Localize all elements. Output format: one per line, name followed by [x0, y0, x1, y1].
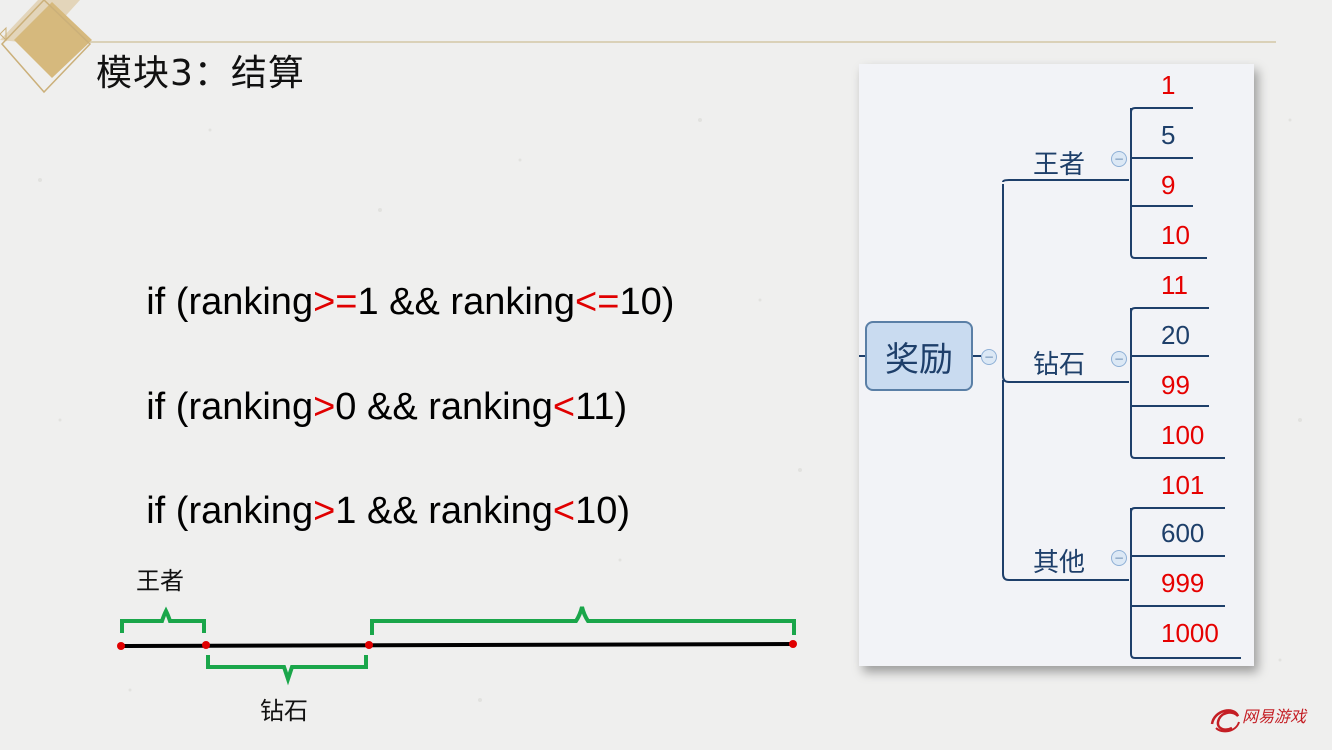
- collapse-toggle-icon[interactable]: −: [1111, 151, 1127, 167]
- code-operator: >: [313, 386, 336, 428]
- timeline-label-zuanshi: 钻石: [260, 697, 308, 725]
- code-operator: <: [552, 386, 576, 428]
- code-text: if (ranking: [146, 386, 314, 428]
- leaf-node[interactable]: 100: [1161, 420, 1205, 450]
- mindmap-connectors: [859, 107, 1241, 659]
- timeline-point: [117, 642, 125, 650]
- timeline-point: [789, 640, 797, 648]
- timeline-point: [365, 641, 373, 649]
- leaf-node[interactable]: 20: [1161, 320, 1190, 350]
- code-text: 1 && ranking: [335, 490, 553, 532]
- collapse-toggle-icon[interactable]: −: [1111, 351, 1127, 367]
- branch-zuanshi[interactable]: 钻石: [1033, 350, 1086, 380]
- brace-other: [370, 606, 796, 635]
- code-text: 11): [575, 386, 628, 428]
- brace-zuanshi: [206, 655, 368, 686]
- timeline-label-wangzhe: 王者: [136, 567, 184, 595]
- code-operator: >=: [313, 281, 358, 323]
- leaf-node[interactable]: 99: [1161, 370, 1190, 400]
- collapse-toggle-icon[interactable]: −: [1111, 550, 1127, 566]
- leaf-node[interactable]: 10: [1161, 220, 1190, 250]
- logo-text: 网易游戏: [1242, 707, 1307, 726]
- collapse-toggle-icon[interactable]: −: [981, 349, 997, 365]
- ranking-timeline: 王者 钻石: [100, 555, 820, 735]
- slide-title: 模块3：结算: [96, 53, 305, 94]
- title-decoration: [0, 0, 1276, 94]
- leaf-node[interactable]: 600: [1161, 518, 1205, 548]
- netease-games-logo: 网易游戏: [1208, 700, 1318, 738]
- code-operator: <: [552, 490, 576, 532]
- timeline-axis: [119, 642, 795, 648]
- reward-mindmap: 奖励 − 王者 − 钻石 − 其他 − 1 5 9 10 11 20 99 10…: [859, 64, 1254, 666]
- code-operator: >: [313, 490, 336, 532]
- leaf-node[interactable]: 1000: [1161, 618, 1219, 648]
- leaf-node[interactable]: 999: [1161, 568, 1205, 598]
- code-line-2: if (ranking>0 && ranking<11): [104, 343, 627, 472]
- timeline-point: [202, 641, 210, 649]
- timeline-graphic: [117, 606, 797, 686]
- code-operator: <=: [575, 281, 620, 323]
- leaf-node[interactable]: 9: [1161, 170, 1176, 200]
- branch-wangzhe[interactable]: 王者: [1033, 150, 1086, 180]
- leaf-node[interactable]: 101: [1161, 470, 1205, 500]
- code-text: 0 && ranking: [335, 386, 553, 428]
- code-line-1: if (ranking>=1 && ranking<=10): [104, 238, 674, 367]
- code-text: 10): [619, 281, 675, 323]
- mindmap-root-node[interactable]: 奖励: [865, 321, 973, 391]
- code-text: if (ranking: [146, 490, 314, 532]
- leaf-node[interactable]: 1: [1161, 70, 1176, 100]
- leaf-node[interactable]: 11: [1161, 270, 1188, 300]
- branch-other[interactable]: 其他: [1033, 548, 1086, 578]
- leaf-node[interactable]: 5: [1161, 120, 1176, 150]
- code-text: if (ranking: [146, 281, 314, 323]
- brace-wangzhe: [120, 606, 206, 633]
- code-line-3: if (ranking>1 && ranking<10): [104, 447, 630, 576]
- code-text: 10): [575, 490, 630, 532]
- netease-swirl-logo-icon: [1210, 709, 1240, 733]
- code-text: 1 && ranking: [357, 281, 576, 323]
